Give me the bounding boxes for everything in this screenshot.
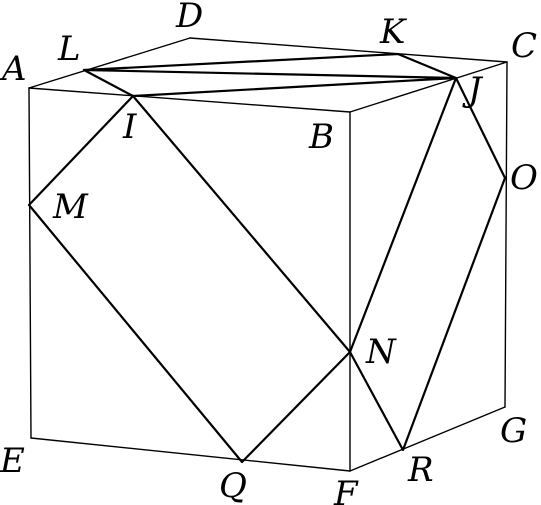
label-q: Q — [219, 466, 247, 505]
edge-c-g — [504, 61, 508, 408]
label-c: C — [511, 26, 537, 66]
label-l: L — [57, 29, 81, 69]
label-e: E — [0, 441, 25, 481]
section-lines — [27, 52, 507, 464]
edge-a-d — [28, 37, 191, 89]
label-o: O — [510, 158, 538, 198]
section-rectangle-imqn — [27, 94, 352, 464]
edge-b-a — [28, 87, 351, 113]
label-g: G — [500, 411, 527, 451]
label-d: D — [175, 0, 203, 36]
label-j: J — [462, 70, 484, 110]
edge-c-b — [349, 61, 508, 113]
section-i-j — [131, 76, 458, 98]
section-triangle-lkj — [82, 52, 458, 80]
edge-d-c — [189, 37, 508, 63]
cube-edges — [28, 37, 508, 472]
edge-a-e — [28, 87, 32, 439]
label-r: R — [407, 450, 434, 490]
label-n: N — [365, 332, 397, 372]
label-m: M — [52, 187, 89, 227]
section-l-i — [82, 68, 135, 98]
label-i: I — [122, 107, 137, 147]
label-f: F — [333, 474, 359, 505]
section-quad-jonr — [348, 76, 507, 452]
edge-e-f — [30, 437, 351, 472]
label-a: A — [0, 49, 27, 89]
edge-f-g — [349, 406, 506, 472]
label-b: B — [308, 117, 334, 157]
label-k: K — [379, 12, 408, 52]
